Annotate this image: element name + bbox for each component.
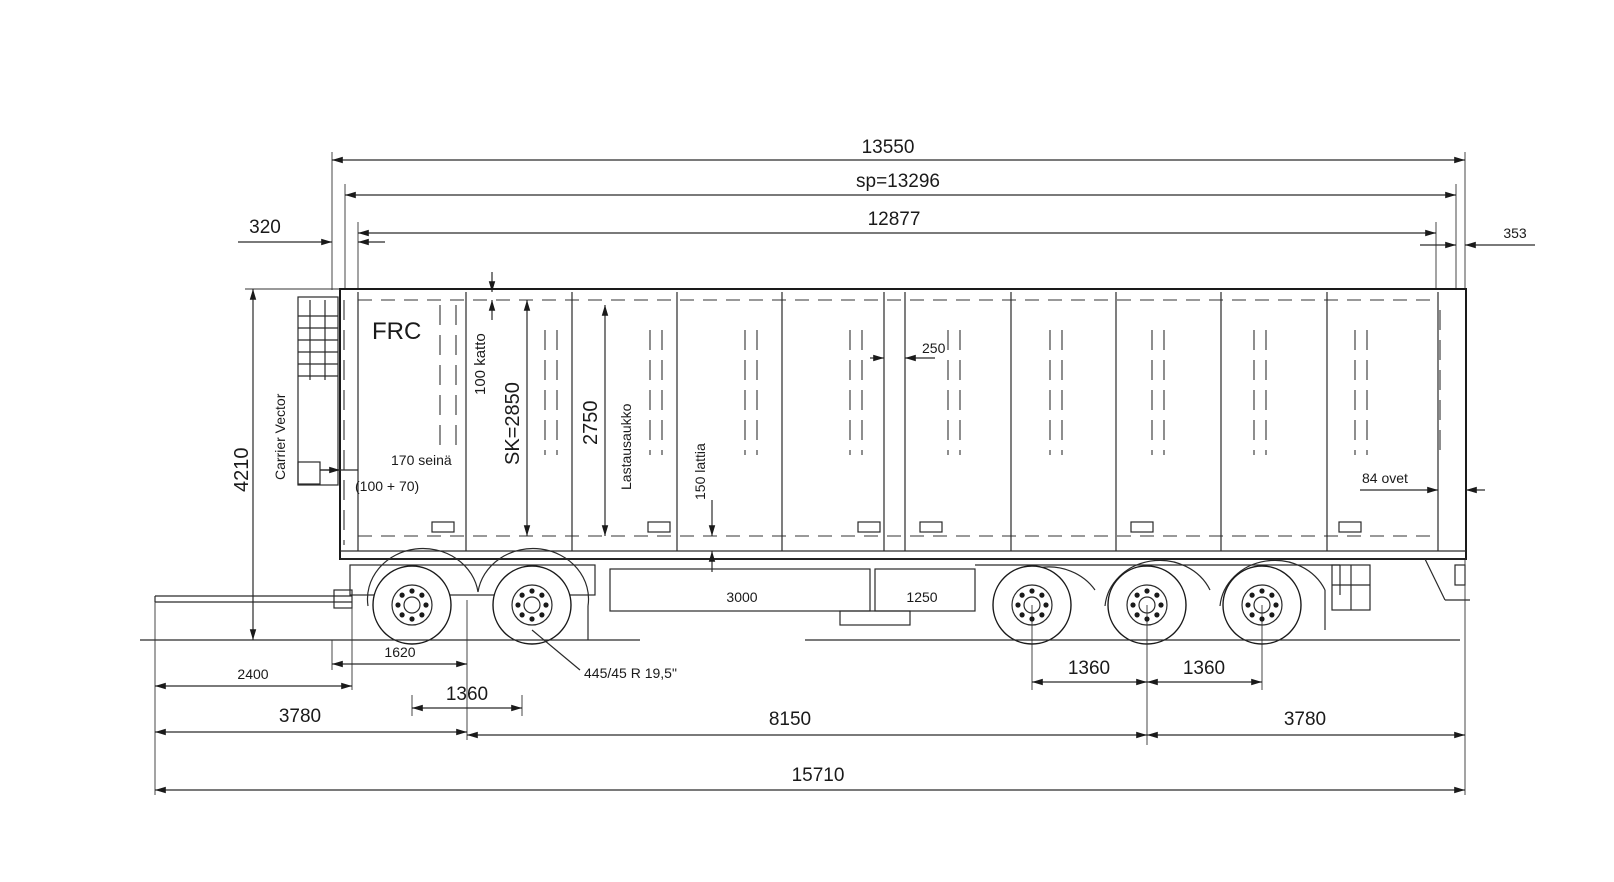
dim-roof: 100 katto <box>472 333 489 395</box>
wheel-bolt <box>1043 602 1049 608</box>
wheel-1 <box>372 565 452 645</box>
wheel-bolt <box>1029 588 1035 594</box>
dim-rear-spacing-2: 1360 <box>1183 658 1225 679</box>
dim-overall-length: 15710 <box>792 765 845 786</box>
wheel-bolt <box>1039 612 1045 618</box>
wheel-bolt <box>539 612 545 618</box>
wheel-bolt <box>1039 592 1045 598</box>
wheel-bolt <box>515 602 521 608</box>
wheel-bolt <box>519 592 525 598</box>
wheel-bolt <box>1019 612 1025 618</box>
wheel-bolt <box>1273 602 1279 608</box>
dim-rear-spacing-1: 1360 <box>1068 658 1110 679</box>
wheel-bolt <box>1134 612 1140 618</box>
dim-door-opening: 2750 <box>580 401 602 446</box>
wheel-bolt <box>1249 592 1255 598</box>
brand-label: FRC <box>372 318 421 345</box>
dim-rear-offset: 353 <box>1503 225 1527 241</box>
dim-wheelbase: 8150 <box>769 709 811 730</box>
dim-box2: 1250 <box>906 589 937 605</box>
wheel-bolt <box>529 588 535 594</box>
dim-drawbar: 2400 <box>237 666 268 682</box>
dim-inner-length: 12877 <box>868 209 921 230</box>
dim-floor: 150 lattia <box>692 443 708 500</box>
dim-front-offset: 320 <box>249 217 281 238</box>
wheel-bolt <box>409 616 415 622</box>
trailer-body: FRC <box>297 288 1467 560</box>
dim-front-1360: 1360 <box>446 684 488 705</box>
wheel-bolt <box>1259 588 1265 594</box>
wheel-bolt <box>419 612 425 618</box>
dim-box1: 3000 <box>726 589 757 605</box>
dim-sk: SK=2850 <box>502 382 524 465</box>
reefer-unit <box>297 296 339 486</box>
wheel-bolt <box>1029 616 1035 622</box>
dim-front-axle-spacing: 1620 <box>384 644 415 660</box>
wheel-bolt <box>1144 616 1150 622</box>
wheel-bolt <box>1154 612 1160 618</box>
wheel-bolt <box>419 592 425 598</box>
bottom-dimensions: 1620 2400 445/45 R 19,5" 1360 1360 1360 … <box>154 560 1466 795</box>
wheel-bolt <box>399 612 405 618</box>
wheel-bolt <box>1245 602 1251 608</box>
wheel-bolt <box>1144 588 1150 594</box>
wheel-bolt <box>1158 602 1164 608</box>
dim-wall: 170 seinä <box>391 452 452 468</box>
dim-height: 4210 <box>231 448 253 493</box>
wheels <box>372 565 1302 645</box>
tire-size: 445/45 R 19,5" <box>584 665 677 681</box>
wheel-bolt <box>1249 612 1255 618</box>
wheel-bolt <box>1134 592 1140 598</box>
wheel-2 <box>492 565 572 645</box>
top-dimensions: 13550 sp=13296 12877 320 353 <box>238 137 1535 290</box>
interior-dimensions: 100 katto SK=2850 2750 Lastausaukko 150 … <box>272 272 1485 572</box>
wheel-bolt <box>399 592 405 598</box>
dim-sp: sp=13296 <box>856 171 940 192</box>
wheel-bolts <box>395 588 1279 622</box>
dim-doors: 84 ovet <box>1362 470 1408 486</box>
wheel-bolt <box>1015 602 1021 608</box>
door-opening-label: Lastausaukko <box>618 403 634 490</box>
dim-rear-overhang: 3780 <box>1284 709 1326 730</box>
dim-front-overhang: 3780 <box>279 706 321 727</box>
height-dimension: 4210 <box>231 288 340 640</box>
chassis: 3000 1250 <box>154 547 1470 640</box>
wheel-bolt <box>529 616 535 622</box>
dim-gap: 250 <box>922 340 946 356</box>
dim-wall-detail: (100 + 70) <box>355 478 419 494</box>
wheel-bolt <box>1259 616 1265 622</box>
dim-overall-body: 13550 <box>862 137 915 158</box>
wheel-bolt <box>539 592 545 598</box>
wheel-bolt <box>423 602 429 608</box>
wheel-bolt <box>1019 592 1025 598</box>
wheel-bolt <box>1130 602 1136 608</box>
wheel-bolt <box>1154 592 1160 598</box>
wheel-bolt <box>1269 592 1275 598</box>
wheel-bolt <box>1269 612 1275 618</box>
wheel-bolt <box>543 602 549 608</box>
wheel-bolt <box>395 602 401 608</box>
reefer-unit-label: Carrier Vector <box>272 393 288 480</box>
wheel-bolt <box>519 612 525 618</box>
wheel-bolt <box>409 588 415 594</box>
